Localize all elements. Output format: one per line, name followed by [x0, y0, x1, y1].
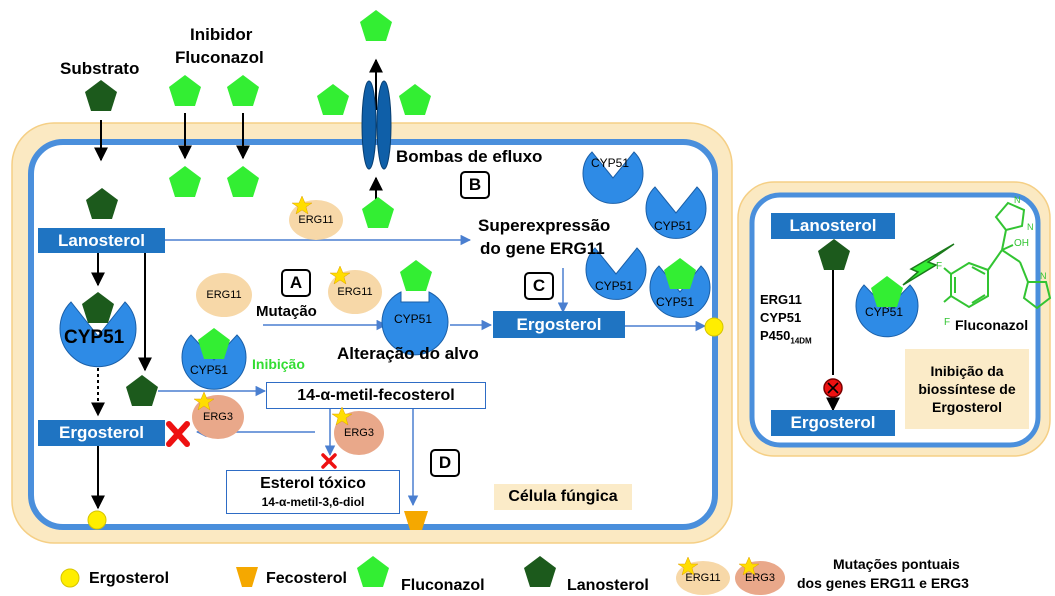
- legend-erg11-pill: ERG11: [676, 561, 730, 595]
- panel-fluconazol-label: Fluconazol: [955, 317, 1029, 333]
- cyp51-inhibited: [181, 334, 247, 390]
- legend-ergosterol-label: Ergosterol: [89, 570, 170, 587]
- panel-cyp51-enzyme: [855, 284, 919, 338]
- panel-cyp51-label: CYP51: [865, 305, 904, 319]
- ergosterol-dot-right: [704, 317, 724, 337]
- panel-lanosterol-box: Lanosterol: [771, 213, 895, 239]
- panel-enzyme-line1: ERG11: [760, 292, 802, 307]
- panel-enzyme-sub: 14DM: [790, 336, 812, 346]
- legend-fecosterol-label: Fecosterol: [266, 570, 347, 587]
- lanosterol-box: Lanosterol: [38, 228, 165, 253]
- panel-n-atom-1: N: [1014, 195, 1021, 205]
- fungal-cell-label: Célula fúngica: [494, 484, 632, 510]
- toxic-sterol-box: Esterol tóxico 14-α-metil-3,6-diol: [226, 470, 400, 514]
- erg3-pill-2: ERG3: [334, 411, 384, 455]
- cyp51-overexpressed-3: [585, 247, 647, 300]
- panel-inhibition-note: Inibição da biossíntese de Ergosterol: [905, 349, 1029, 429]
- panel-f-atom-1: F: [936, 261, 943, 272]
- cyp51-label-altered: CYP51: [394, 312, 433, 326]
- block-x-icon: [166, 421, 190, 447]
- substrate-lanosterol-icon: [85, 80, 117, 111]
- cyp51-overexpressed-1: [582, 151, 644, 204]
- efflux-fluconazol-out: [360, 10, 392, 41]
- mutation-label: Mutação: [256, 303, 317, 320]
- toxic-sterol-line1: Esterol tóxico: [260, 475, 366, 492]
- panel-n-atom-3: N: [1040, 271, 1047, 281]
- legend-mutations-line1: Mutações pontuais: [833, 556, 960, 572]
- methyl-fecosterol-label: 14-α-metil-fecosterol: [297, 386, 455, 404]
- efflux-pump-left: [361, 80, 377, 170]
- letter-a-box: A: [281, 269, 311, 297]
- cyp51-enzyme-big: [59, 301, 137, 368]
- overexpression-line2: do gene ERG11: [480, 239, 605, 258]
- letter-d-box: D: [430, 449, 460, 477]
- inhibitor-label-1: Inibidor: [190, 25, 253, 44]
- panel-inhibition-line1: Inibição da: [930, 362, 1004, 379]
- panel-enzyme-line2: CYP51: [760, 310, 802, 325]
- inhibitor-fluconazol-icon-2: [227, 75, 259, 106]
- legend-erg3-pill: ERG3: [735, 561, 785, 595]
- panel-oh-label: OH: [1014, 238, 1029, 249]
- target-alteration-label: Alteração do alvo: [337, 344, 479, 363]
- panel-enzyme-p450: P450: [760, 328, 791, 343]
- inhibitor-label-2: Fluconazol: [175, 48, 264, 67]
- ergosterol-dot-bottom: [87, 510, 107, 530]
- lightning-bolt-icon: [902, 243, 955, 286]
- panel-enzyme-line3: P45014DM: [760, 329, 812, 346]
- panel-block-icon: [823, 378, 843, 398]
- letter-b-box: B: [460, 171, 490, 199]
- efflux-pump-right: [376, 80, 392, 170]
- methyl-fecosterol-box: 14-α-metil-fecosterol: [266, 382, 486, 409]
- ergosterol-box-left: Ergosterol: [38, 420, 165, 446]
- toxic-sterol-line2: 14-α-metil-3,6-diol: [261, 495, 365, 509]
- panel-ergosterol-box: Ergosterol: [771, 410, 895, 436]
- panel-f-atom-2: F: [944, 317, 951, 328]
- cyp51-label-inhibited: CYP51: [190, 363, 229, 377]
- legend-mutations-line2: dos genes ERG11 e ERG3: [797, 575, 969, 591]
- ergosterol-box-mid: Ergosterol: [493, 311, 625, 338]
- inhibitor-fluconazol-icon-1: [169, 75, 201, 106]
- cyp51-overexpressed-2: [645, 186, 707, 239]
- erg11-pill-1: ERG11: [289, 200, 343, 240]
- erg3-pill-1: ERG3: [192, 395, 244, 439]
- cyp51-big-label: CYP51: [64, 327, 125, 348]
- fecosterol-marker: [404, 511, 428, 530]
- letter-c-box: C: [524, 272, 554, 300]
- cyp51-label-4: CYP51: [656, 295, 695, 309]
- cyp51-label-1: CYP51: [591, 156, 630, 170]
- efflux-pump-label: Bombas de efluxo: [396, 147, 543, 166]
- cyp51-overexpressed-4: [649, 265, 711, 318]
- cyp51-label-3: CYP51: [595, 279, 634, 293]
- substrate-label: Substrato: [60, 59, 140, 78]
- cyp51-label-2: CYP51: [654, 219, 693, 233]
- legend-lanosterol-label: Lanosterol: [567, 577, 649, 594]
- inhibition-label: Inibição: [252, 356, 305, 372]
- erg11-pill-2: ERG11: [196, 273, 252, 317]
- fluconazol-right-pump: [399, 84, 431, 115]
- fluconazol-structure: [943, 201, 1052, 310]
- erg11-pill-3: ERG11: [328, 270, 382, 314]
- fluconazol-left-pump: [317, 84, 349, 115]
- panel-inhibition-line3: Ergosterol: [931, 399, 1002, 416]
- small-block-x-icon: [321, 453, 337, 469]
- legend-fluconazol-label: Fluconazol: [401, 577, 485, 594]
- panel-n-atom-2: N: [1027, 222, 1034, 232]
- overexpression-line1: Superexpressão: [478, 216, 611, 235]
- panel-inhibition-line2: biossíntese de: [918, 380, 1016, 397]
- cyp51-altered-target: [381, 291, 449, 356]
